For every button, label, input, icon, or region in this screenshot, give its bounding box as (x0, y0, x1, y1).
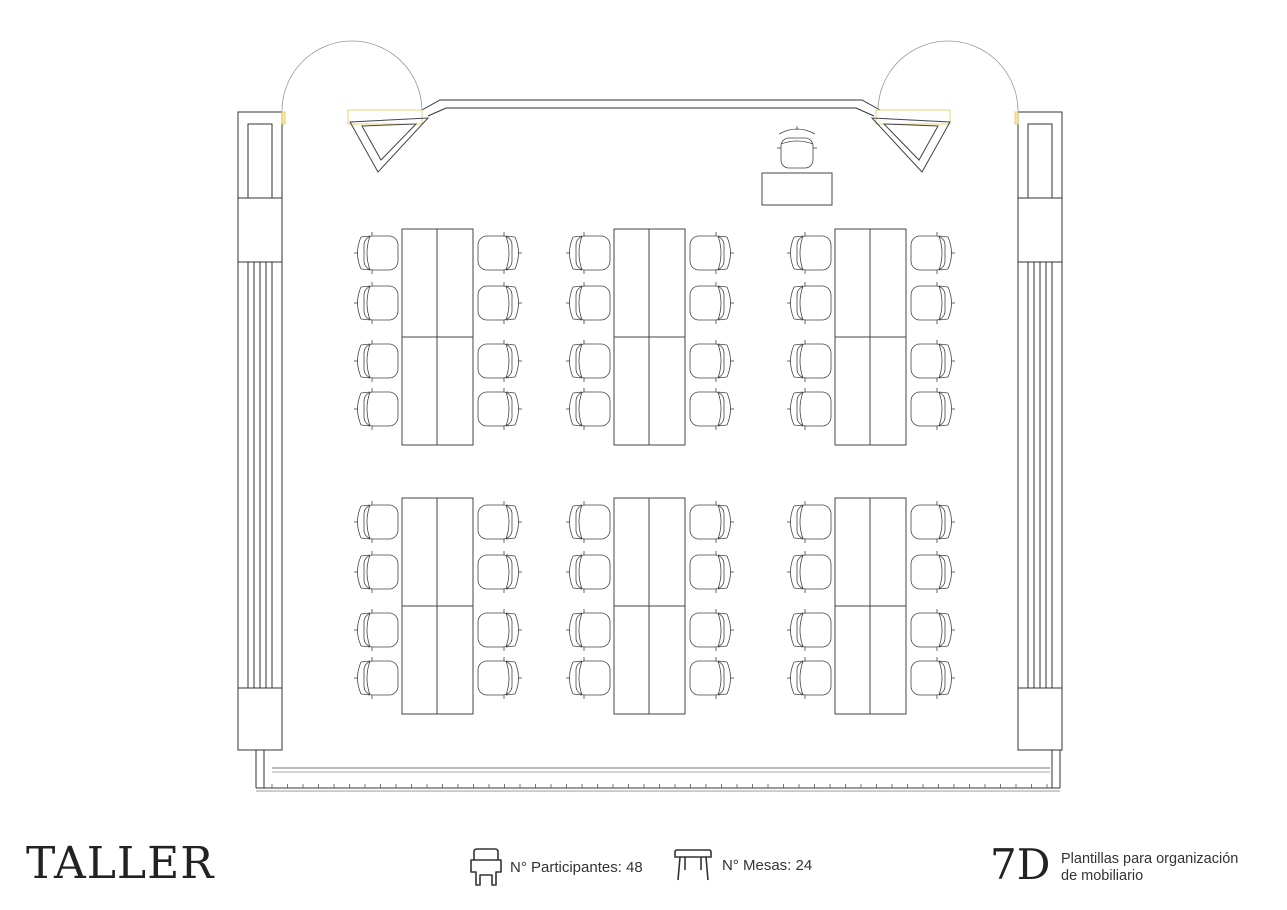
chair (353, 500, 399, 544)
chair (565, 656, 611, 700)
participants-label: N° Participantes: 48 (510, 858, 643, 876)
table (869, 228, 907, 338)
chair (478, 609, 522, 651)
table (648, 497, 686, 607)
chair (690, 551, 734, 593)
table (436, 605, 474, 715)
tables-label: N° Mesas: 24 (722, 856, 813, 874)
table (648, 228, 686, 338)
chair (478, 551, 522, 593)
table-group (786, 497, 955, 715)
chair (565, 550, 611, 594)
chair (478, 232, 522, 274)
subtitle-line-1: Plantillas para organización (1061, 851, 1239, 867)
table (401, 497, 439, 607)
chair (353, 231, 399, 275)
table-group (353, 228, 522, 446)
table (401, 228, 439, 338)
table (834, 336, 872, 446)
chair (353, 339, 399, 383)
chair (353, 281, 399, 325)
chair (786, 387, 832, 431)
chair (690, 501, 734, 543)
table (869, 336, 907, 446)
table (648, 336, 686, 446)
chair (565, 231, 611, 275)
floor-plan (237, 40, 1063, 792)
chair (690, 282, 734, 324)
table (613, 497, 651, 607)
chair (690, 232, 734, 274)
chair (911, 232, 955, 274)
chair (565, 387, 611, 431)
chair (478, 657, 522, 699)
table (436, 336, 474, 446)
participants-stat: N° Participantes: 48 (470, 848, 643, 886)
table (834, 228, 872, 338)
chair (478, 388, 522, 430)
chair (786, 550, 832, 594)
chair (911, 501, 955, 543)
subtitle-line-2: de mobiliario (1061, 868, 1144, 884)
chair (565, 500, 611, 544)
chair (911, 657, 955, 699)
chair (478, 340, 522, 382)
chair (690, 657, 734, 699)
chair (911, 609, 955, 651)
table (834, 605, 872, 715)
table-group (353, 497, 522, 715)
table-icon (674, 849, 712, 881)
chair (565, 608, 611, 652)
chair (786, 608, 832, 652)
chair (786, 231, 832, 275)
template-code: 7D (990, 840, 1051, 889)
chair-icon (470, 848, 502, 886)
table (401, 336, 439, 446)
chair (565, 339, 611, 383)
table-group (786, 228, 955, 446)
layout-title: TALLER (26, 838, 215, 889)
chair (353, 656, 399, 700)
presenter-desk (761, 126, 833, 206)
chair (911, 551, 955, 593)
table (648, 605, 686, 715)
tables-stat: N° Mesas: 24 (672, 848, 812, 882)
chair (786, 339, 832, 383)
table (869, 605, 907, 715)
chair (911, 282, 955, 324)
table-group (565, 497, 734, 715)
chair (911, 388, 955, 430)
table (613, 605, 651, 715)
chair (565, 281, 611, 325)
chair (690, 340, 734, 382)
template-subtitle: Plantillas para organización de mobiliar… (1061, 851, 1287, 885)
chair (353, 387, 399, 431)
chair (478, 501, 522, 543)
chair (478, 282, 522, 324)
chair (690, 609, 734, 651)
table (834, 497, 872, 607)
table (869, 497, 907, 607)
table (401, 605, 439, 715)
table-group (565, 228, 734, 446)
chair (786, 500, 832, 544)
table (436, 497, 474, 607)
table (613, 228, 651, 338)
chair (786, 656, 832, 700)
chair (353, 608, 399, 652)
table (613, 336, 651, 446)
chair (911, 340, 955, 382)
chair (786, 281, 832, 325)
table (436, 228, 474, 338)
chair (690, 388, 734, 430)
chair (353, 550, 399, 594)
